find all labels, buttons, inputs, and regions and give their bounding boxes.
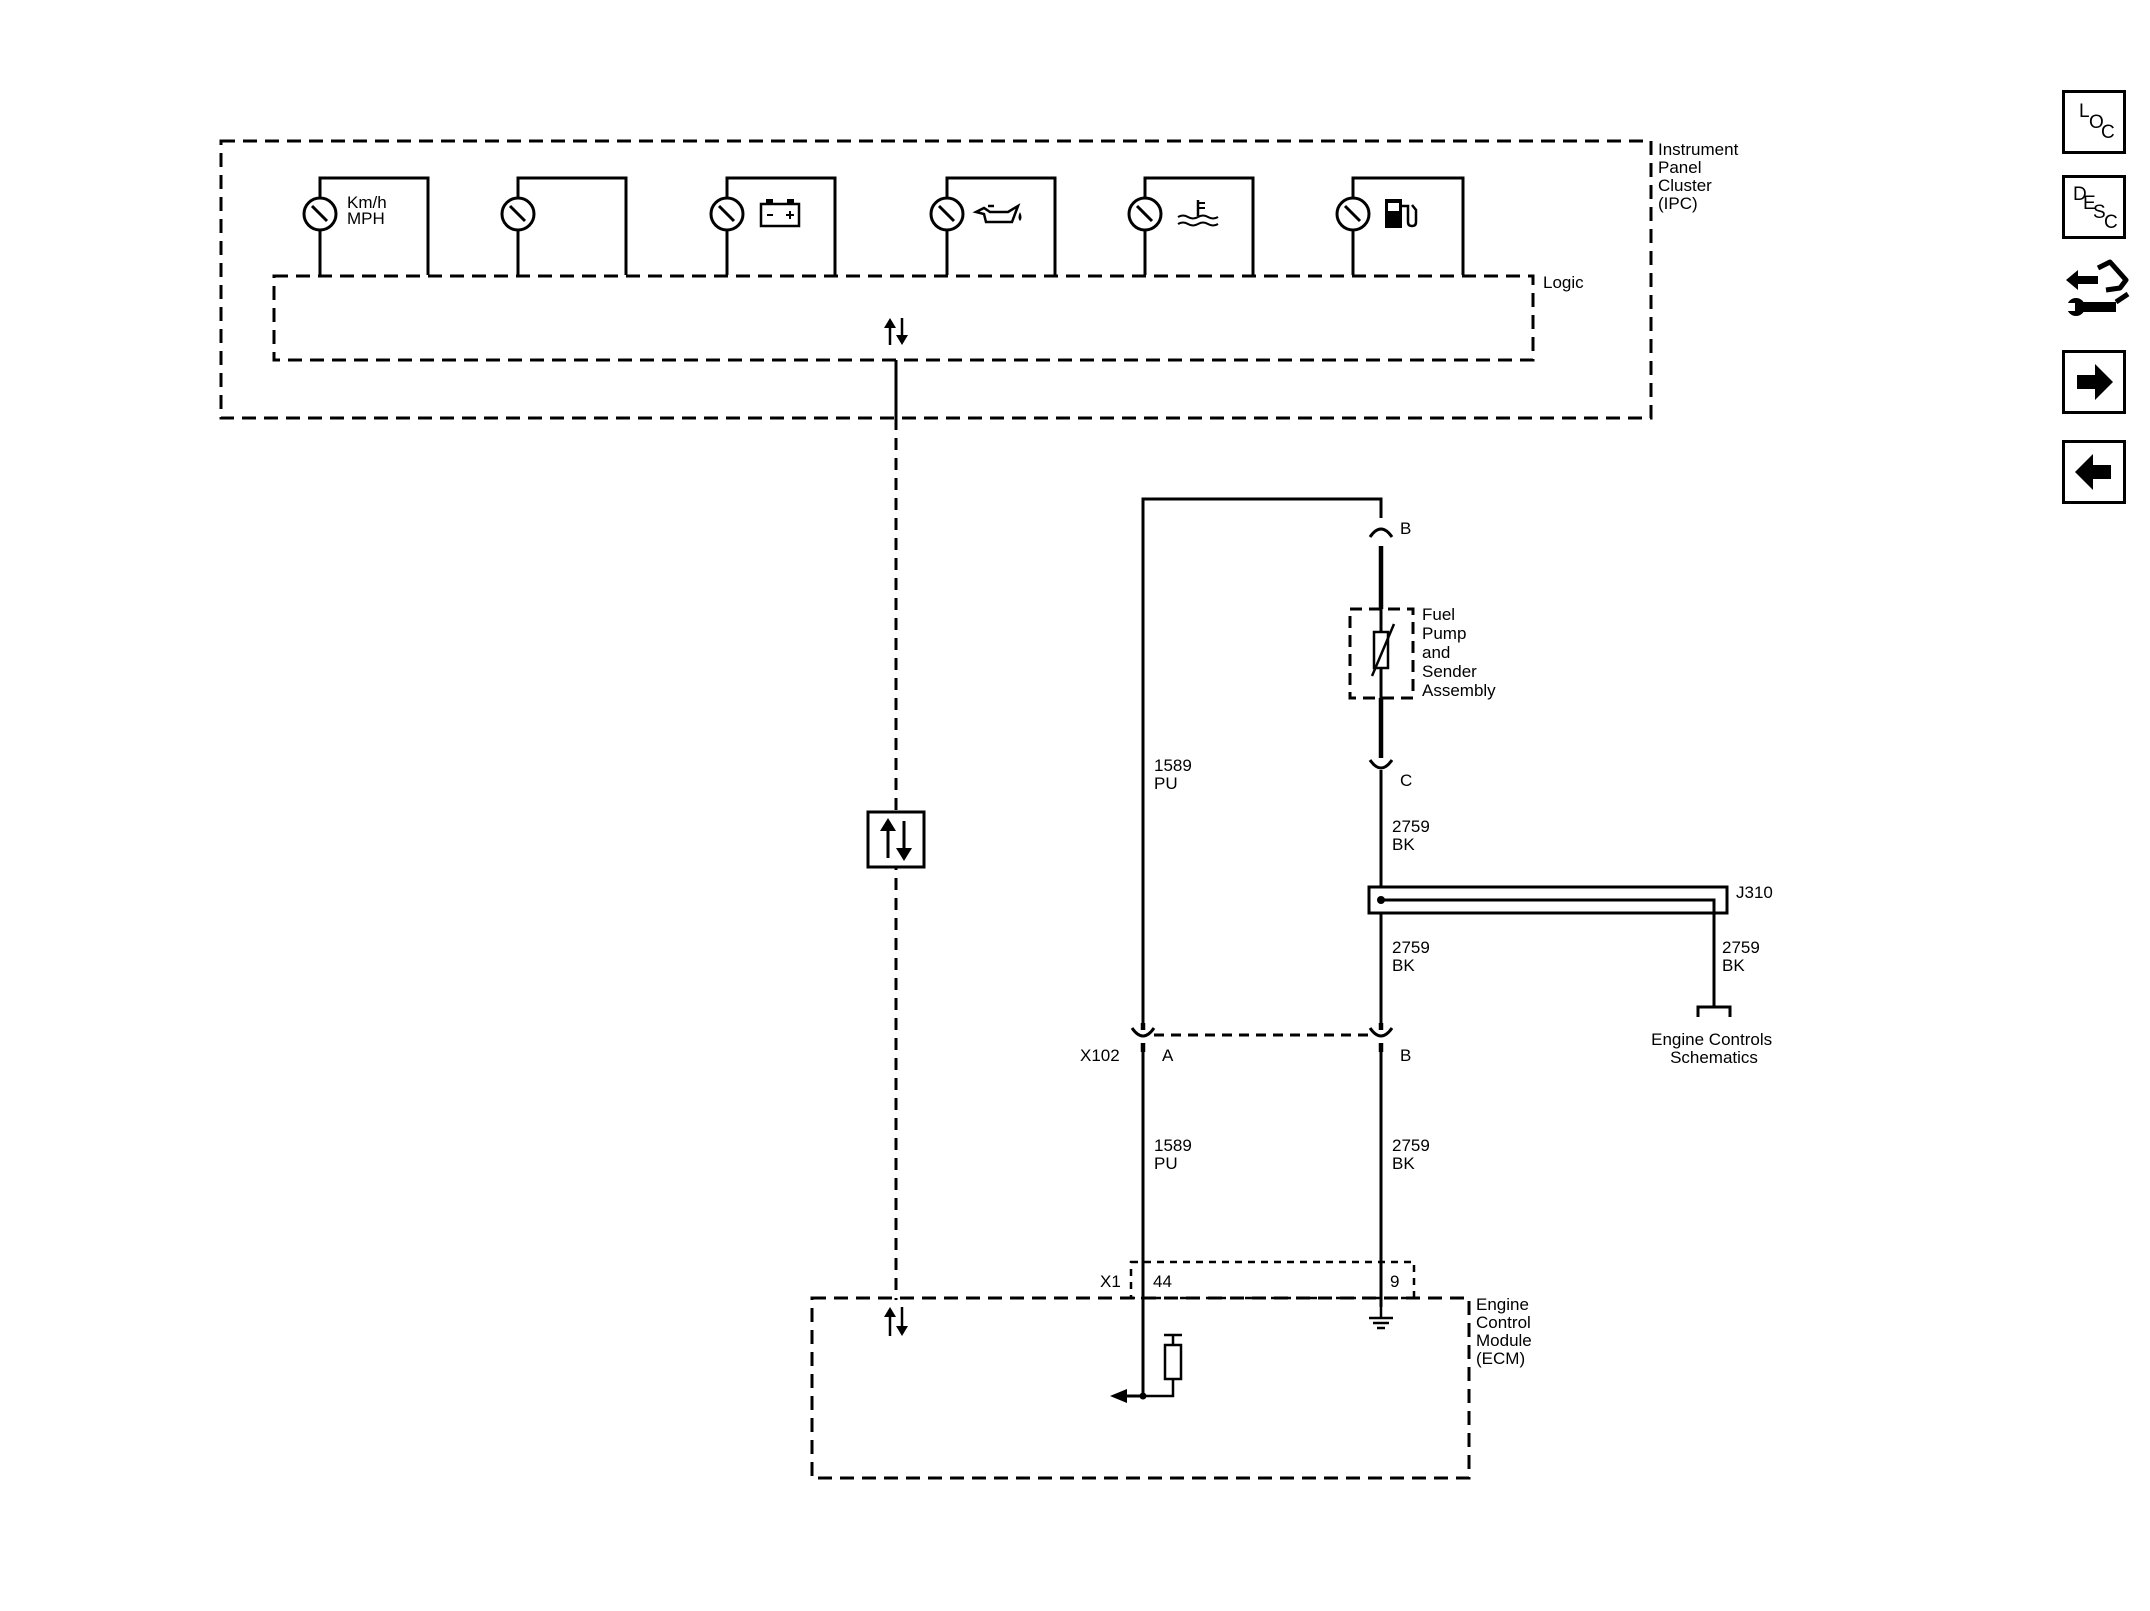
desc-letter-e: E [2083,193,2096,214]
loc-letter-l: L [2079,101,2090,122]
wire-1589-pu-label-1: 1589 PU [1154,756,1197,793]
ecm-input-arrow-icon [1110,1389,1147,1403]
ecm-module-box [810,1296,1471,1480]
wire-2759-bk-label-1: 2759 BK [1392,817,1435,854]
thermometer-icon [1177,200,1219,227]
fuel-pump-connector-c: C [1368,698,1412,790]
ipc-logic-box [272,274,1535,362]
connector-x1-pin-9: 9 [1390,1272,1399,1291]
wire-1589-pu-label-2: 1589 PU [1154,1136,1197,1173]
ipc-label: Instrument Panel Cluster (IPC) [1658,140,1743,213]
connector-tools-button[interactable] [2062,258,2132,330]
connector-x102-label: X102 [1080,1046,1120,1065]
speedometer-units-label: Km/h MPH [347,193,391,228]
wire-2759-bk-label-2: 2759 BK [1392,938,1435,975]
splice-bar [1381,898,1716,1007]
previous-page-button[interactable] [2062,440,2126,504]
logic-label: Logic [1543,273,1584,292]
location-button[interactable]: L O C [2062,90,2126,154]
next-page-button[interactable] [2062,350,2126,414]
ipc-module-box [219,139,1653,420]
wire-1589-pu-upper [1141,497,1383,1023]
voltmeter-gauge-icon [709,176,837,275]
ecm-label: Engine Control Module (ECM) [1476,1295,1537,1368]
connector-x1-box [1129,1260,1416,1300]
loc-letter-o: O [2089,112,2104,133]
desc-letter-s: S [2093,202,2106,223]
data-bidirectional-arrow-icon [884,318,908,345]
connector-x1-label: X1 [1100,1272,1121,1291]
ecm-pullup-resistor-icon [1143,1333,1183,1398]
fuel-gauge-icon [1335,176,1465,275]
oil-pressure-gauge-icon [929,176,1057,275]
coolant-temp-gauge-icon [1127,176,1255,275]
battery-icon [759,199,801,228]
wire-2759-bk-label-3: 2759 BK [1392,1136,1435,1173]
connector-x102-pin-a: A [1162,1046,1174,1065]
splice-label: J310 [1736,883,1773,902]
description-button[interactable]: D E S C [2062,175,2126,239]
fuel-pump-label: Fuel Pump and Sender Assembly [1422,605,1496,700]
arrow-left-icon [2075,454,2111,490]
fuel-pump-pin-c-label: C [1400,771,1412,790]
engine-controls-ref-label[interactable]: Engine Controls Schematics [1651,1030,1777,1067]
ref-bracket-icon [1696,1005,1732,1017]
wrench-connector-icon [2066,259,2130,316]
desc-letter-d: D [2073,184,2087,205]
connector-x102: X102 A B [1080,1023,1411,1065]
speedometer-gauge-icon: Km/h MPH [302,176,430,275]
fuel-pump-pin-b-label: B [1400,519,1411,538]
fuel-pump-icon [1385,199,1418,228]
desc-letter-c: C [2104,212,2118,233]
fuel-level-sensor-icon [1370,609,1396,698]
oil-can-icon [972,203,1022,224]
tachometer-gauge-icon [500,176,628,275]
connector-x1-pin-44: 44 [1153,1272,1172,1291]
serial-data-symbol-icon [866,810,926,869]
wire-2759-bk-label-branch: 2759 BK [1722,938,1765,975]
loc-letter-c: C [2101,122,2115,143]
ground-icon [1369,1307,1393,1330]
splice-point [1377,896,1385,904]
connector-x102-pin-b: B [1400,1046,1411,1065]
ecm-serial-data-arrow-icon [884,1307,908,1336]
fuel-pump-connector-b: B [1368,519,1411,609]
arrow-right-icon [2077,364,2113,400]
